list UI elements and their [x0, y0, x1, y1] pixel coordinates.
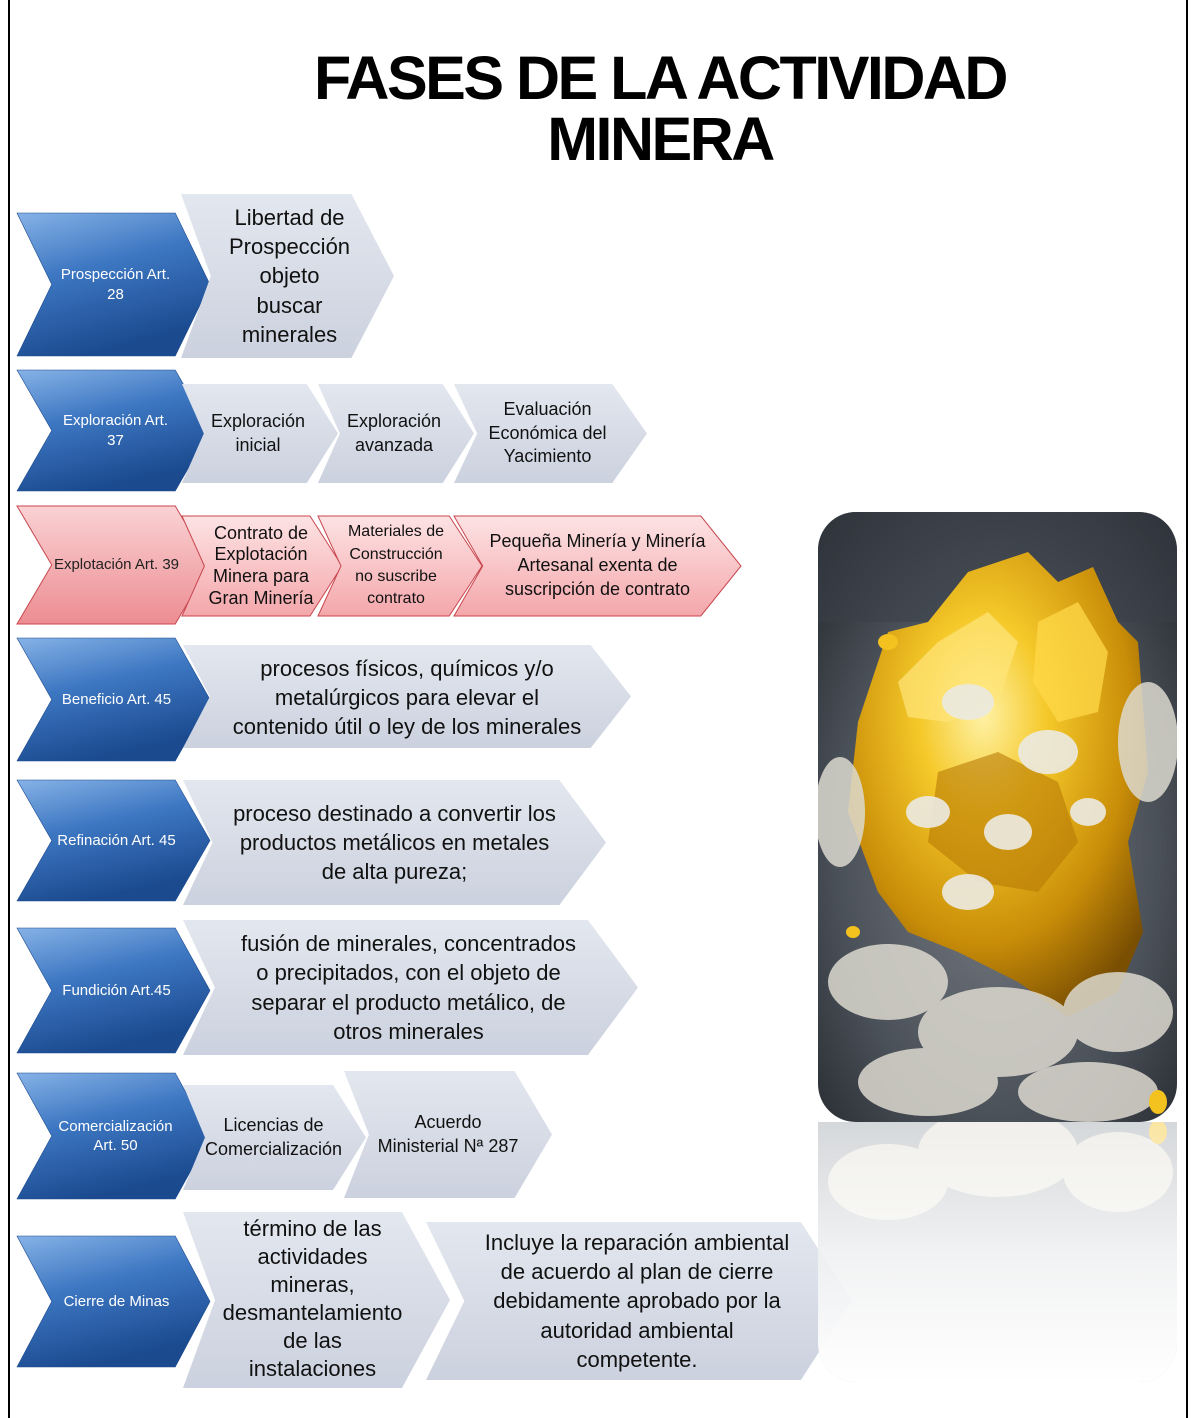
left-border-line	[8, 0, 10, 1418]
step-prospeccion-libertad-text: Libertad de Prospección objeto buscar mi…	[228, 205, 351, 347]
step-exploracion-inicial-text: Exploración inicial	[210, 410, 306, 455]
step-explotacion-materiales-text: Materiales de Construcción no suscribe c…	[347, 523, 445, 608]
gold-nugget-image	[818, 512, 1177, 1122]
step-comercializacion-acuerdo: Acuerdo Ministerial Nª 287	[344, 1071, 552, 1198]
phase-explotacion-label: Explotación Art. 39	[53, 556, 180, 574]
step-refinacion-proceso-text: proceso destinado a convertir los produc…	[233, 800, 556, 885]
step-comercializacion-licencias: Licencias de Comercialización	[183, 1085, 366, 1190]
gold-nugget-reflection	[818, 1122, 1177, 1382]
right-border-line	[1186, 0, 1188, 1418]
step-beneficio-procesos-text: procesos físicos, químicos y/o metalúrgi…	[232, 655, 582, 740]
step-prospeccion-libertad: Libertad de Prospección objeto buscar mi…	[181, 194, 394, 358]
step-beneficio-procesos: procesos físicos, químicos y/o metalúrgi…	[183, 645, 631, 748]
step-explotacion-contrato: Contrato de Explotación Minera para Gran…	[182, 516, 342, 616]
step-explotacion-pequena-mineria: Pequeña Minería y Minería Artesanal exen…	[454, 516, 741, 616]
step-comercializacion-acuerdo-text: Acuerdo Ministerial Nª 287	[377, 1111, 519, 1156]
phase-comercializacion: Comercialización Art. 50	[17, 1073, 210, 1199]
phase-comercializacion-label: Comercialización Art. 50	[58, 1117, 173, 1155]
step-exploracion-avanzada-text: Exploración avanzada	[346, 410, 442, 455]
phase-beneficio-label: Beneficio Art. 45	[61, 690, 172, 708]
step-exploracion-evaluacion-text: Evaluación Económica del Yacimiento	[488, 398, 607, 467]
phase-refinacion-label: Refinación Art. 45	[57, 831, 176, 849]
phase-fundicion-label: Fundición Art.45	[62, 981, 171, 999]
step-cierre-termino: término de las actividades mineras, desm…	[183, 1212, 450, 1388]
phase-exploracion: Exploración Art. 37	[17, 370, 210, 491]
step-explotacion-contrato-text: Contrato de Explotación Minera para Gran…	[208, 522, 314, 608]
phase-prospeccion: Prospección Art. 28	[17, 213, 210, 356]
page-title: FASES DE LA ACTIVIDAD MINERA	[314, 44, 1008, 173]
step-exploracion-evaluacion: Evaluación Económica del Yacimiento	[454, 384, 647, 483]
step-comercializacion-licencias-text: Licencias de Comercialización	[204, 1114, 343, 1159]
step-fundicion-fusion: fusión de minerales, concentrados o prec…	[183, 920, 638, 1055]
step-explotacion-materiales: Materiales de Construcción no suscribe c…	[318, 516, 482, 616]
phase-fundicion: Fundición Art.45	[17, 928, 210, 1053]
phase-cierre-label: Cierre de Minas	[63, 1292, 170, 1310]
step-cierre-termino-text: término de las actividades mineras, desm…	[222, 1215, 403, 1382]
step-cierre-reparacion-text: Incluye la reparación ambiental de acuer…	[484, 1230, 790, 1372]
step-refinacion-proceso: proceso destinado a convertir los produc…	[183, 780, 606, 905]
phase-explotacion: Explotación Art. 39	[17, 506, 210, 624]
phase-prospeccion-label: Prospección Art. 28	[60, 266, 171, 303]
step-exploracion-inicial: Exploración inicial	[182, 384, 338, 483]
phase-refinacion: Refinación Art. 45	[17, 780, 210, 901]
step-exploracion-avanzada: Exploración avanzada	[318, 384, 474, 483]
step-explotacion-pequena-mineria-text: Pequeña Minería y Minería Artesanal exen…	[489, 531, 706, 599]
phase-beneficio: Beneficio Art. 45	[17, 638, 210, 761]
step-fundicion-fusion-text: fusión de minerales, concentrados o prec…	[240, 931, 577, 1044]
phase-exploracion-label: Exploración Art. 37	[62, 412, 169, 449]
phase-cierre: Cierre de Minas	[17, 1236, 210, 1367]
step-cierre-reparacion: Incluye la reparación ambiental de acuer…	[426, 1222, 852, 1380]
